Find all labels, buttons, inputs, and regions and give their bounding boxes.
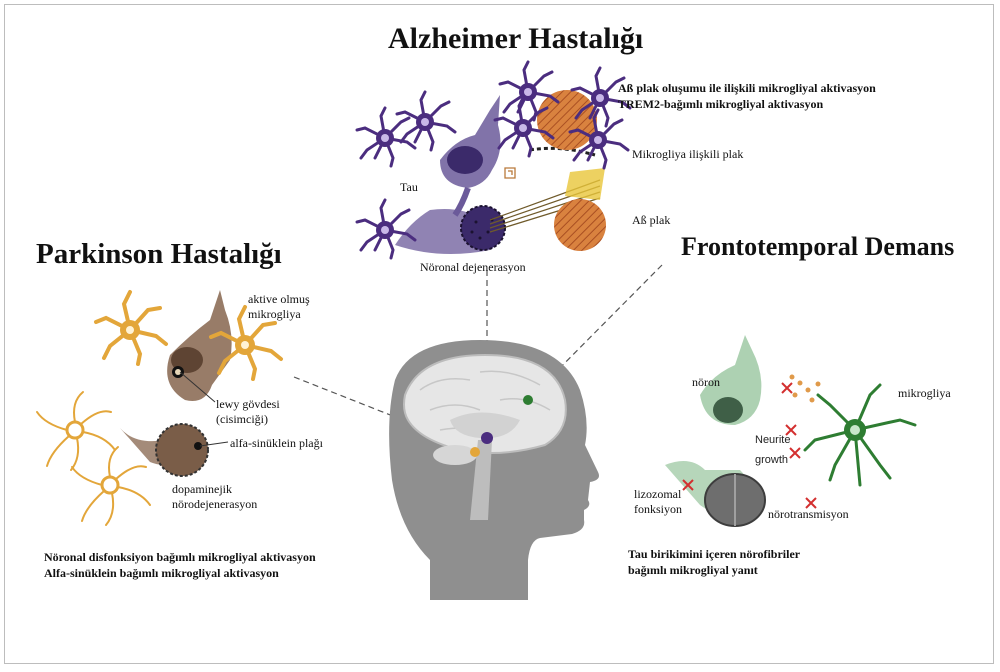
label-dopa-line1: dopaminejik bbox=[172, 482, 232, 496]
parkinson-desc-line1: Nöronal disfonksiyon bağımlı mikrogliyal… bbox=[44, 550, 316, 564]
ftd-desc-line2: bağımlı mikrogliyal yanıt bbox=[628, 563, 758, 577]
label-alpha-synuclein: alfa-sinüklein plağı bbox=[230, 436, 323, 450]
figure-frame bbox=[4, 4, 994, 664]
label-ftd-microglia: mikrogliya bbox=[898, 386, 951, 400]
label-lewy-line1: lewy gövdesi bbox=[216, 397, 280, 411]
cross-icon bbox=[682, 382, 817, 509]
label-lyso-line1: lizozomal bbox=[634, 487, 682, 501]
ftd-desc-line1: Tau birikimini içeren nörofibriler bbox=[628, 547, 801, 561]
alzheimer-title: Alzheimer Hastalığı bbox=[388, 22, 644, 55]
label-activated-line2: mikrogliya bbox=[248, 307, 301, 321]
plaque-icon bbox=[537, 90, 606, 251]
ftd-illustration bbox=[665, 335, 917, 527]
label-lewy-line2: (cisimciği) bbox=[216, 412, 268, 426]
label-neurite-line1: Neurite bbox=[755, 434, 791, 446]
parkinson-region-dot bbox=[470, 447, 480, 457]
label-abeta-plaque: Aß plak bbox=[632, 213, 671, 227]
label-neuronal-degeneration: Nöronal dejenerasyon bbox=[420, 260, 526, 274]
head-icon bbox=[389, 340, 599, 600]
label-tau: Tau bbox=[400, 180, 418, 194]
label-lyso-line2: fonksiyon bbox=[634, 502, 682, 516]
parkinson-desc-line2: Alfa-sinüklein bağımlı mikrogliyal aktiv… bbox=[44, 566, 279, 580]
label-neurite-line2: growth bbox=[755, 454, 789, 466]
label-dopa-line2: nörodejenerasyon bbox=[172, 497, 258, 511]
label-neuron: nöron bbox=[692, 375, 720, 389]
alzheimer-desc-line1: Aß plak oluşumu ile ilişkili mikrogliyal… bbox=[618, 81, 876, 95]
parkinson-illustration bbox=[35, 290, 283, 527]
label-plaque-microglia: Mikrogliya ilişkili plak bbox=[632, 147, 744, 161]
alzheimer-illustration bbox=[355, 60, 632, 260]
ftd-region-dot bbox=[523, 395, 533, 405]
alzheimer-desc-line2: TREM2-bağımlı mikrogliyal aktivasyon bbox=[618, 97, 824, 111]
label-neurotransmission: nörotransmisyon bbox=[768, 507, 849, 521]
label-activated-line1: aktive olmuş bbox=[248, 292, 310, 306]
alzheimer-region-dot bbox=[481, 432, 493, 444]
ftd-title: Frontotemporal Demans bbox=[681, 232, 955, 261]
parkinson-title: Parkinson Hastalığı bbox=[36, 238, 282, 270]
